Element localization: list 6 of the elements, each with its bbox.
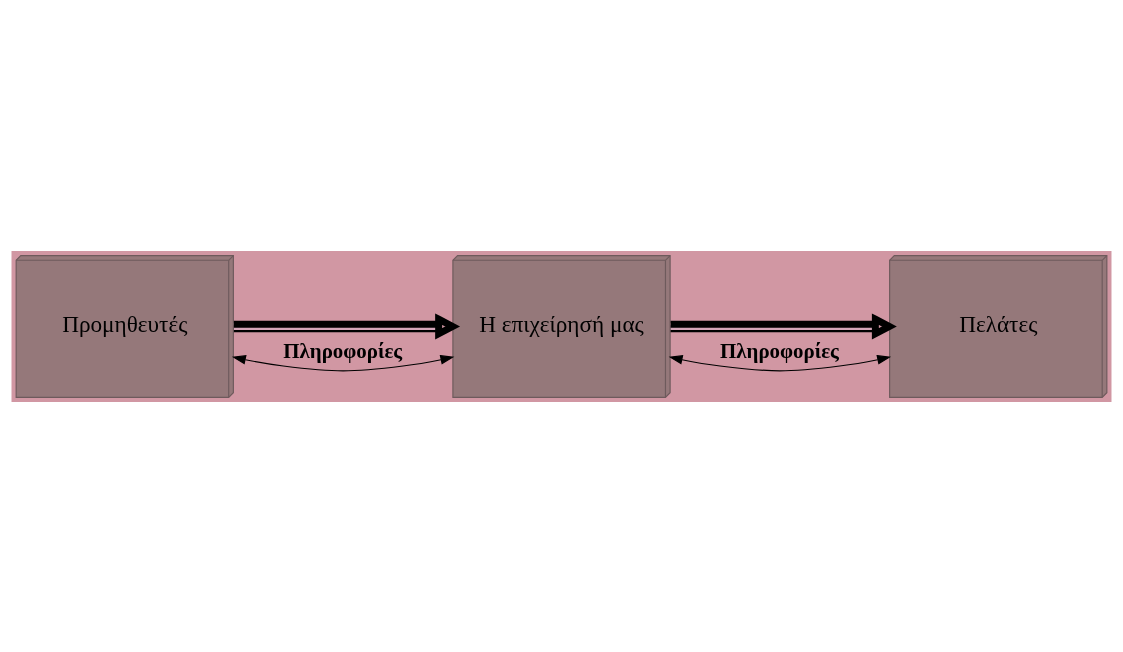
arrow — [233, 312, 461, 340]
edge-label: Πληροφορίες — [720, 338, 839, 363]
edge-label: Πληροφορίες — [283, 338, 403, 363]
arrow — [668, 354, 892, 371]
arrow — [670, 312, 897, 340]
arrow — [231, 354, 455, 371]
